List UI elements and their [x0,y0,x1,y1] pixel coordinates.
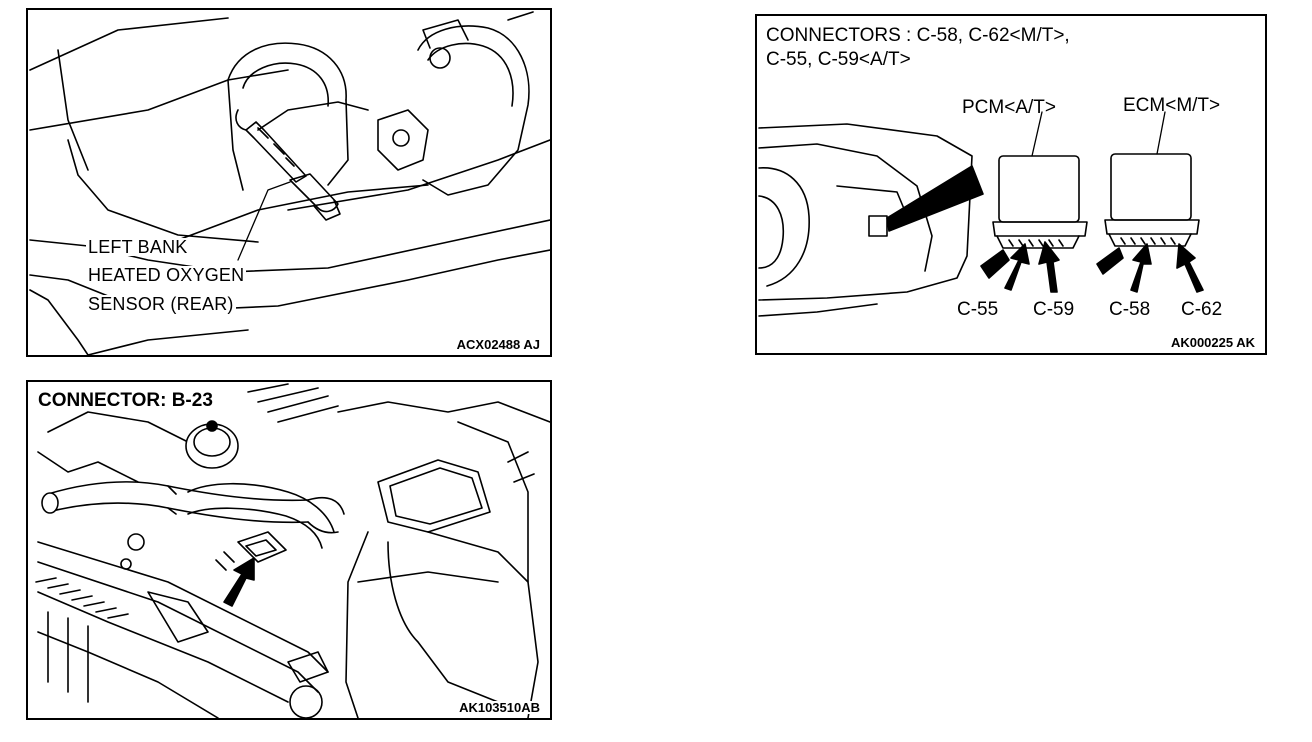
connector-c55-label: C-55 [957,299,999,320]
ecu-drawing [758,111,1204,317]
sensor-label-line-2: HEATED OXYGEN [86,265,247,285]
pcm-label: PCM<A/T> [962,97,1056,118]
ecu-connectors-panel: CONNECTORS : C-58, C-62<M/T>, C-55, C-59… [755,14,1267,355]
engine-bay-panel: CONNECTOR: B-23 AK103510AB [26,380,552,720]
sensor-figure-code: ACX02488 AJ [454,337,542,352]
engine-bay-drawing [35,383,550,718]
connector-c58-label: C-58 [1109,299,1151,320]
engine-figure-code: AK103510AB [457,700,542,715]
ecu-title-line-1: CONNECTORS : C-58, C-62<M/T>, [766,25,1070,46]
connector-c59-label: C-59 [1033,299,1075,320]
engine-connector-title: CONNECTOR: B-23 [36,390,215,411]
ecu-title-line-2: C-55, C-59<A/T> [766,49,911,70]
sensor-label-line-1: LEFT BANK [86,237,190,257]
ecm-label: ECM<M/T> [1123,95,1221,116]
ecu-figure-code: AK000225 AK [1168,335,1257,350]
sensor-location-panel: LEFT BANK HEATED OXYGEN SENSOR (REAR) AC… [26,8,552,357]
sensor-label-line-3: SENSOR (REAR) [86,294,236,314]
connector-c62-label: C-62 [1181,299,1223,320]
